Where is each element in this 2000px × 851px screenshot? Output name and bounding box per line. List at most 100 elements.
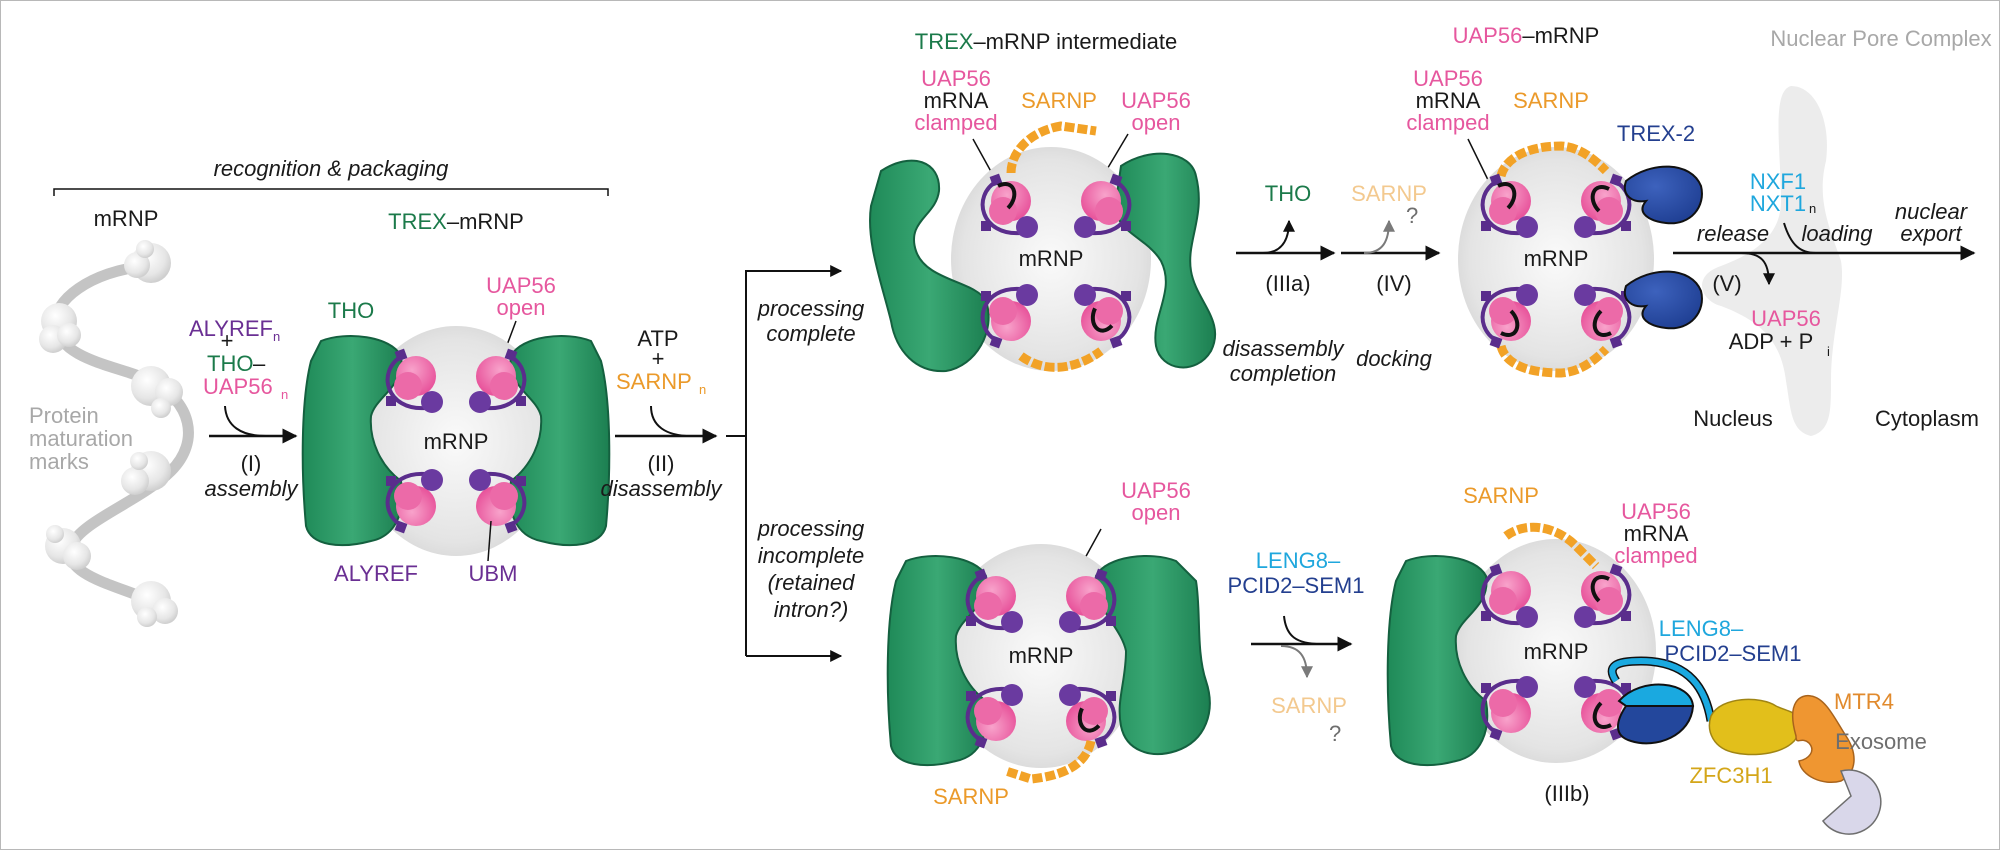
mrnp-core-label: mRNP xyxy=(1019,246,1084,271)
clamped-label: clamped xyxy=(1406,110,1489,135)
step3a-name-line1: disassembly xyxy=(1222,336,1345,361)
marks-label-line3: marks xyxy=(29,449,89,474)
nxf1-label: NXF1 xyxy=(1750,169,1806,194)
recognition-packaging-bracket: recognition & packaging xyxy=(53,156,609,196)
open-label: open xyxy=(1132,500,1181,525)
branch-incomplete-line3: (retained xyxy=(768,570,856,595)
branch-incomplete-line2: incomplete xyxy=(758,543,864,568)
step4-number: (IV) xyxy=(1376,271,1411,296)
stage1-title: mRNP xyxy=(94,206,159,231)
reagent-alyref: ALYREF xyxy=(189,316,273,341)
mrna-label: mRNA xyxy=(1624,521,1689,546)
cytoplasm-label: Cytoplasm xyxy=(1875,406,1979,431)
stage-mrnp-unpackaged: mRNP Protein maturation marks xyxy=(29,206,194,627)
branch-connector: processing complete processing incomplet… xyxy=(726,265,865,662)
sarnp-chain-bottom xyxy=(1018,347,1104,372)
mrnp-core-label: mRNP xyxy=(1009,643,1074,668)
release-label: release xyxy=(1697,221,1769,246)
sarnp-label: SARNP xyxy=(1021,88,1097,113)
branch-incomplete-line1: processing xyxy=(757,516,865,541)
step5-number: (V) xyxy=(1712,271,1741,296)
alyref-label: ALYREF xyxy=(334,561,418,586)
step-3b-nexts-recruitment: LENG8– PCID2–SEM1 SARNP ? xyxy=(1228,548,1365,746)
reagent-uap56-subscript: n xyxy=(281,387,288,402)
reagent-plus: + xyxy=(652,346,665,371)
nuclear-pore-complex: Nuclear Pore Complex xyxy=(1702,26,1992,436)
nucleus-label: Nucleus xyxy=(1693,406,1772,431)
step-2-disassembly: ATP + SARNP n (II) disassembly xyxy=(600,326,723,501)
step-1-assembly: ALYREF n + THO – UAP56 n (I) assembly xyxy=(189,316,299,501)
pcid2-sem1-body xyxy=(1617,705,1695,745)
released-tho: THO xyxy=(1265,181,1311,206)
uap56-label: UAP56 xyxy=(1121,478,1191,503)
stage3a-title-rest: –mRNP intermediate xyxy=(973,29,1177,54)
released-sarnp-question: ? xyxy=(1406,203,1418,228)
branch-complete-line1: processing xyxy=(757,296,865,321)
nxt1-label: NXT1 xyxy=(1750,191,1806,216)
sarnp-label: SARNP xyxy=(1463,483,1539,508)
stage-trex-mrnp: TREX–mRNP THO UAP56 open mRNP ALYREF UBM xyxy=(301,209,611,586)
reagent-alyref-subscript: n xyxy=(273,329,280,344)
marks-label-line1: Protein xyxy=(29,403,99,428)
pcid2-sem1-label: PCID2–SEM1 xyxy=(1665,641,1802,666)
sarnp-chain xyxy=(1004,739,1096,784)
uap56-state-label: open xyxy=(497,295,546,320)
loading-label: loading xyxy=(1802,221,1874,246)
sarnp-chain-top xyxy=(1006,121,1097,174)
stage-decay-complex: SARNP UAP56 mRNA clamped mRNP LENG8– PCI… xyxy=(1386,483,1927,835)
step-3a-disassembly-completion: THO (IIIa) disassembly completion xyxy=(1222,181,1345,386)
stage4-title-uap56: UAP56 xyxy=(1453,23,1523,48)
step-5-export: NXF1 NXT1 n release loading nuclear expo… xyxy=(1673,169,1979,431)
reagent-sarnp-subscript: n xyxy=(699,382,706,397)
stage-trex-mrnp-intermediate: TREX–mRNP intermediate UAP56 mRNA clampe… xyxy=(869,29,1217,373)
released-uap56: UAP56 xyxy=(1751,306,1821,331)
trex2-label: TREX-2 xyxy=(1617,121,1695,146)
stage2-title: TREX–mRNP xyxy=(388,209,524,234)
stage2-title-trex: TREX xyxy=(388,209,447,234)
tho-label: THO xyxy=(328,298,374,323)
stage-trex-mrnp-incomplete: UAP56 open mRNP SARNP xyxy=(886,478,1211,809)
step2-number: (II) xyxy=(648,451,675,476)
uap56-label: UAP56 xyxy=(486,273,556,298)
step3a-number: (IIIa) xyxy=(1265,271,1310,296)
exosome-label: Exosome xyxy=(1835,729,1927,754)
step3b-number: (IIIb) xyxy=(1544,781,1589,806)
npc-label: Nuclear Pore Complex xyxy=(1770,26,1991,51)
mrna-label: mRNA xyxy=(1416,88,1481,113)
zfc3h1-body xyxy=(1708,698,1800,756)
step1-number: (I) xyxy=(241,451,262,476)
step3a-name-line2: completion xyxy=(1230,361,1336,386)
released-sarnp: SARNP xyxy=(1351,181,1427,206)
ubm-label: UBM xyxy=(469,561,518,586)
step4-name: docking xyxy=(1356,346,1433,371)
stage-uap56-mrnp: UAP56–mRNP UAP56 mRNA clamped SARNP TREX… xyxy=(1406,23,1703,378)
mrnp-core-label: mRNP xyxy=(424,429,489,454)
stage2-title-mrnp: –mRNP xyxy=(447,209,524,234)
trex2-top xyxy=(1623,165,1703,225)
tho-complex-left xyxy=(1386,555,1489,767)
uap56-label: UAP56 xyxy=(1413,66,1483,91)
uap56-label-right: UAP56 xyxy=(1121,88,1191,113)
trex2-bottom xyxy=(1623,270,1703,330)
released-sarnp: SARNP xyxy=(1271,693,1347,718)
reagent-sarnp: SARNP xyxy=(616,369,692,394)
open-label-right: open xyxy=(1132,110,1181,135)
exosome-body xyxy=(1821,769,1882,835)
branch-incomplete-line4: intron?) xyxy=(774,597,849,622)
protein-marks-icon xyxy=(39,240,183,627)
section-header-label: recognition & packaging xyxy=(214,156,450,181)
nxt1-subscript: n xyxy=(1809,201,1816,216)
reagent-uap56: UAP56 xyxy=(203,374,273,399)
stage3a-title-trex: TREX xyxy=(915,29,974,54)
tho-complex-right-detached xyxy=(1114,152,1217,369)
sarnp-chain xyxy=(1503,522,1600,570)
uap56-label: UAP56 xyxy=(1621,499,1691,524)
clamped-label-left: clamped xyxy=(914,110,997,135)
step2-name: disassembly xyxy=(600,476,723,501)
mtr4-body xyxy=(1791,694,1855,783)
stage4-title-mrnp: –mRNP xyxy=(1522,23,1599,48)
stage4-title: UAP56–mRNP xyxy=(1453,23,1600,48)
branch-complete-line2: complete xyxy=(766,321,855,346)
reagent-atp: ATP xyxy=(637,326,678,351)
reagent-pcid2-sem1: PCID2–SEM1 xyxy=(1228,573,1365,598)
